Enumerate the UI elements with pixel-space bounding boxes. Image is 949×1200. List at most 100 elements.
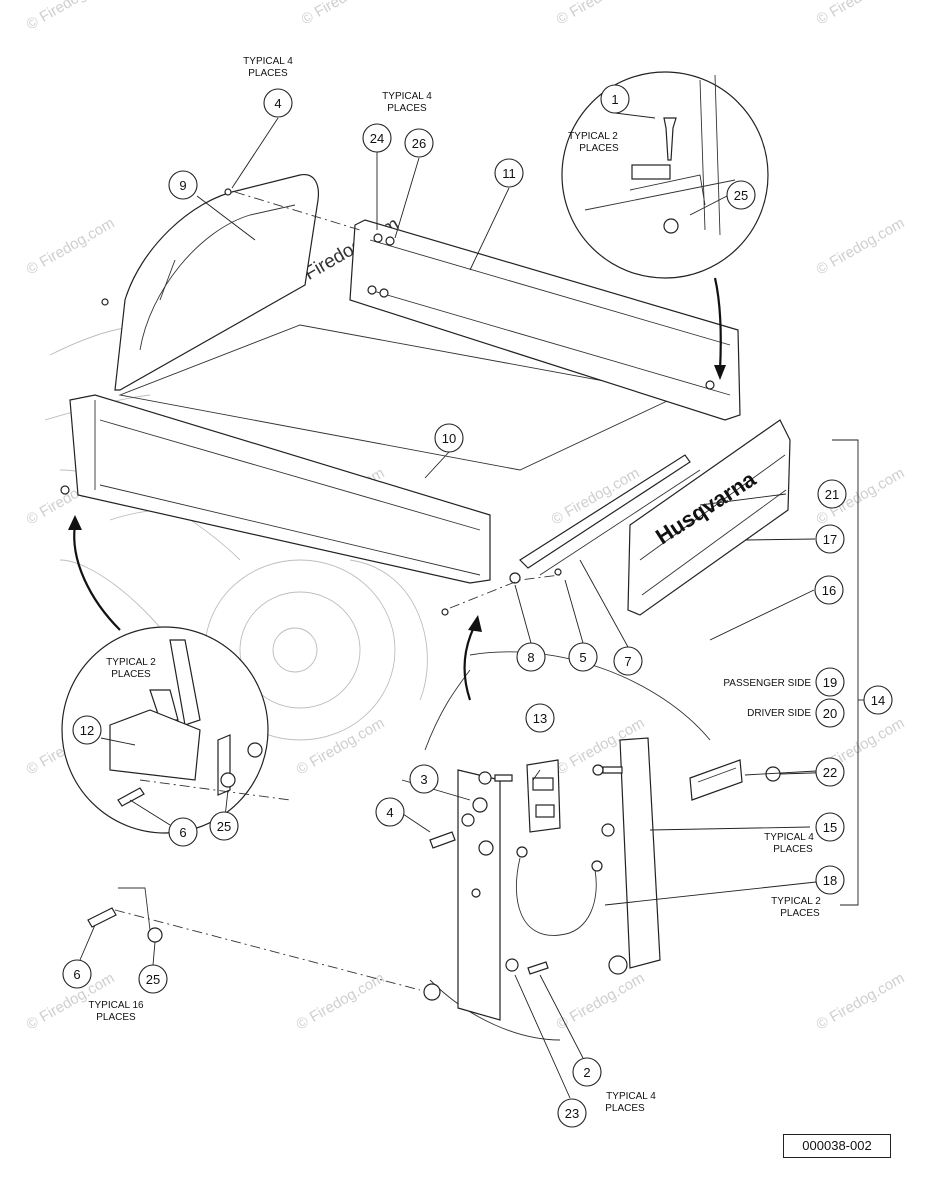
svg-text:24: 24 [370,131,384,146]
svg-text:PASSENGER SIDE: PASSENGER SIDE [723,678,811,689]
tailgate-rail [519,454,691,569]
callout-26: 26 [404,128,434,158]
tailgate-edge [619,737,661,969]
left-side-panel [69,394,491,584]
callout-4-top: 4 [263,88,293,118]
svg-text:20: 20 [823,706,837,721]
svg-text:3: 3 [420,772,427,787]
inset-top-right [561,71,769,380]
svg-text:6: 6 [179,825,186,840]
callout-8: 8 [516,642,546,672]
svg-text:2: 2 [583,1065,590,1080]
callout-6-lower: 6 [62,959,92,989]
callout-23: 23 [557,1098,587,1128]
svg-text:© Firedog.com: © Firedog.com [554,969,648,1033]
callout-10: 10 [434,423,464,453]
svg-text:© Firedog.com: © Firedog.com [294,714,388,778]
svg-text:25: 25 [734,188,748,203]
svg-text:© Firedog.com: © Firedog.com [554,0,648,28]
callout-20: 20 [815,698,845,728]
callout-25-inset: 25 [726,180,756,210]
svg-text:10: 10 [442,431,456,446]
svg-text:© Firedog.com: © Firedog.com [24,214,118,278]
inset-nut [663,218,679,234]
svg-text:4: 4 [386,805,393,820]
svg-text:© Firedog.com: © Firedog.com [299,0,393,28]
callout-1: 1 [600,84,630,114]
callout-21: 21 [817,479,847,509]
leader-lines [79,112,868,1099]
svg-text:11: 11 [502,166,516,181]
svg-text:© Firedog.com: © Firedog.com [294,969,388,1033]
svg-text:1: 1 [611,92,618,107]
inset-nut-25 [220,772,236,788]
svg-text:© Firedog.com: © Firedog.com [24,0,118,33]
callout-15: 15 [815,812,845,842]
svg-text:23: 23 [565,1106,579,1121]
svg-text:17: 17 [823,532,837,547]
svg-text:25: 25 [217,819,231,834]
svg-text:16: 16 [822,583,836,598]
callout-22: 22 [815,757,845,787]
svg-text:9: 9 [179,178,186,193]
svg-text:18: 18 [823,873,837,888]
svg-text:26: 26 [412,136,426,151]
svg-text:13: 13 [533,711,547,726]
callout-7: 7 [613,646,643,676]
callout-19: 19 [815,667,845,697]
callout-25-inset-left: 25 [209,811,239,841]
front-panel [114,173,320,391]
svg-text:© Firedog.com: © Firedog.com [814,0,908,28]
callout-25-lower: 25 [138,964,168,994]
cable-18 [515,857,597,936]
callout-9: 9 [168,170,198,200]
callout-6-inset: 6 [168,817,198,847]
callout-17: 17 [815,524,845,554]
callout-5: 5 [568,642,598,672]
callout-4-lower: 4 [375,797,405,827]
cargo-box [60,173,791,616]
bracket-12 [109,709,201,781]
svg-text:22: 22 [823,765,837,780]
callout-13: 13 [525,703,555,733]
svg-text:14: 14 [871,693,885,708]
svg-text:DRIVER SIDE: DRIVER SIDE [747,708,811,719]
callout-11: 11 [494,158,524,188]
callout-2: 2 [572,1057,602,1087]
bumper-13 [526,759,561,833]
svg-text:8: 8 [527,650,534,665]
svg-text:6: 6 [73,967,80,982]
right-side-panel [349,219,741,421]
svg-text:© Firedog.com: © Firedog.com [814,214,908,278]
callout-18: 18 [815,865,845,895]
svg-text:7: 7 [624,654,631,669]
inset-lower-right [87,615,781,1041]
hinge-20 [689,759,743,801]
callout-24: 24 [362,123,392,153]
svg-text:4: 4 [274,96,281,111]
carriage-bolt [663,117,677,161]
bed-hardware [60,188,715,616]
callout-3: 3 [409,764,439,794]
svg-text:12: 12 [80,723,94,738]
svg-text:19: 19 [823,675,837,690]
callout-16: 16 [814,575,844,605]
callout-14: 14 [863,685,893,715]
svg-text:15: 15 [823,820,837,835]
reference-number: 000038-002 [783,1134,891,1158]
svg-text:© Firedog.com: © Firedog.com [814,969,908,1033]
inset-left [61,515,291,834]
callout-12: 12 [72,715,102,745]
inset-bolt-6 [117,787,145,807]
svg-text:5: 5 [579,650,586,665]
